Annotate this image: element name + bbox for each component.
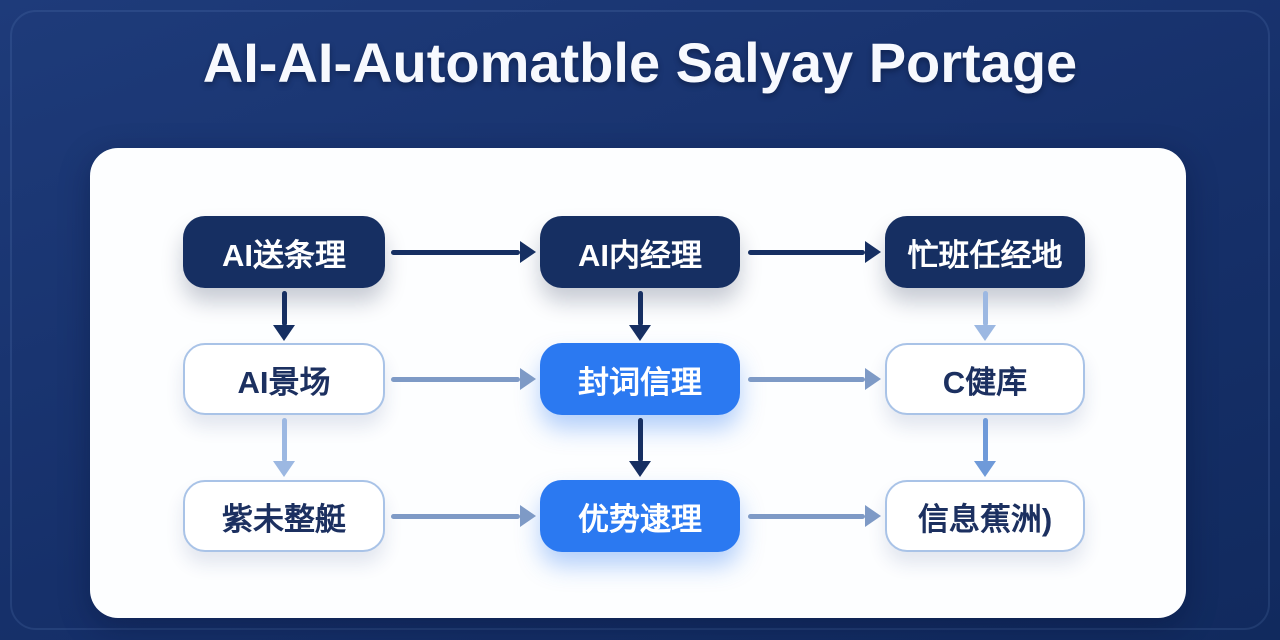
arrow-head-icon [865, 505, 881, 527]
arrow-shaft [391, 376, 520, 382]
flow-node-r1c1: AI送条理 [183, 216, 385, 288]
flow-node-label: AI内经理 [578, 237, 702, 273]
flow-node-label: AI送条理 [222, 237, 346, 273]
arrow-r1c1-to-r2c1 [272, 291, 296, 341]
arrow-r1c2-to-r2c2 [628, 291, 652, 341]
arrow-head-icon [865, 241, 881, 263]
flow-node-label: 优势逮理 [578, 501, 702, 537]
diagram-title: AI-AI-Automatble Salyay Portage [202, 31, 1078, 94]
flow-node-label: AI景场 [237, 364, 331, 400]
arrow-head-icon [974, 325, 996, 341]
arrow-shaft [637, 418, 643, 462]
arrow-shaft [748, 249, 865, 255]
arrow-r1c1-to-r1c2 [389, 240, 536, 264]
arrow-shaft [391, 513, 520, 519]
flow-node-r2c1: AI景场 [183, 343, 385, 415]
arrow-head-icon [520, 368, 536, 390]
arrow-shaft [391, 249, 520, 255]
arrow-shaft [982, 291, 988, 326]
arrow-r2c1-to-r3c1 [272, 418, 296, 477]
arrow-shaft [281, 418, 287, 462]
flow-node-r3c3: 信息蕉洲) [885, 480, 1085, 552]
arrow-shaft [637, 291, 643, 326]
flow-node-label: C健库 [942, 364, 1028, 400]
arrow-head-icon [273, 461, 295, 477]
flow-node-r2c2: 封词信理 [540, 343, 740, 415]
arrow-head-icon [520, 505, 536, 527]
arrow-head-icon [865, 368, 881, 390]
arrow-r1c2-to-r1c3 [746, 240, 881, 264]
arrow-r3c1-to-r3c2 [389, 504, 536, 528]
flow-node-r2c3: C健库 [885, 343, 1085, 415]
arrow-head-icon [974, 461, 996, 477]
arrow-shaft [982, 418, 988, 462]
arrow-head-icon [629, 325, 651, 341]
flow-node-label: 紫未整艇 [222, 501, 346, 537]
flow-node-label: 忙班任经地 [907, 237, 1063, 273]
flow-node-label: 封词信理 [578, 364, 702, 400]
arrow-r2c3-to-r3c3 [973, 418, 997, 477]
arrow-shaft [748, 513, 865, 519]
flow-node-r3c2: 优势逮理 [540, 480, 740, 552]
arrow-r1c3-to-r2c3 [973, 291, 997, 341]
arrow-r2c1-to-r2c2 [389, 367, 536, 391]
arrow-r2c2-to-r2c3 [746, 367, 881, 391]
flow-node-r1c2: AI内经理 [540, 216, 740, 288]
arrow-r2c2-to-r3c2 [628, 418, 652, 477]
arrow-shaft [281, 291, 287, 326]
arrow-head-icon [273, 325, 295, 341]
arrow-head-icon [629, 461, 651, 477]
flow-node-label: 信息蕉洲) [917, 501, 1053, 537]
diagram-card: AI送条理 AI内经理 忙班任经地 AI景场 封词信理 C健库 紫未整艇 优势逮… [90, 148, 1186, 618]
arrow-shaft [748, 376, 865, 382]
flow-node-r1c3: 忙班任经地 [885, 216, 1085, 288]
flow-node-r3c1: 紫未整艇 [183, 480, 385, 552]
arrow-head-icon [520, 241, 536, 263]
arrow-r3c2-to-r3c3 [746, 504, 881, 528]
